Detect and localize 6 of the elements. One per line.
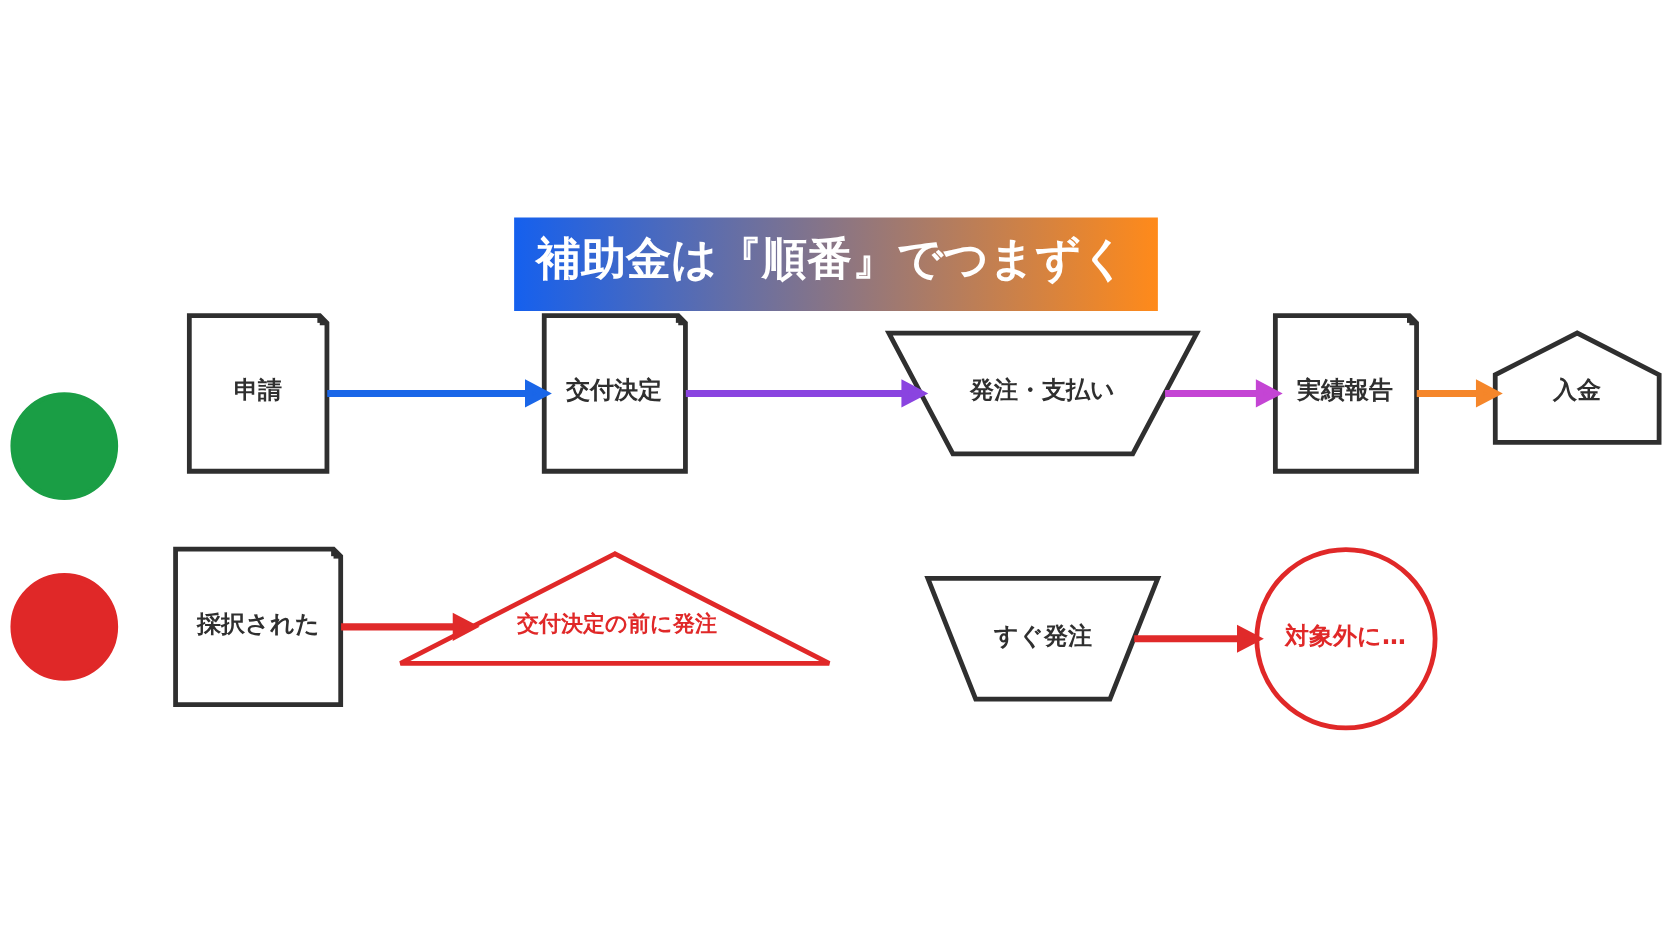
diagram-title: 補助金は『順番』でつまずく xyxy=(535,232,1127,286)
node-circle: 対象外に… xyxy=(1254,547,1438,731)
node-circle xyxy=(10,572,119,681)
node-circle xyxy=(10,392,119,500)
arrow xyxy=(1416,379,1503,408)
arrow xyxy=(685,379,929,408)
